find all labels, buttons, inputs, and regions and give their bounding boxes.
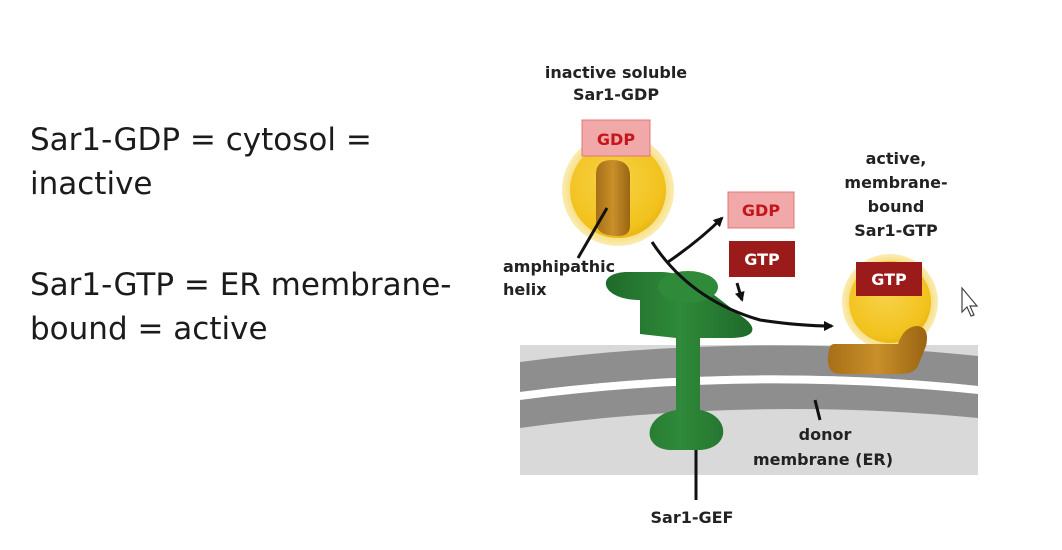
donor-label-line1: donor [799, 425, 852, 444]
bullet-sar1-gtp: Sar1-GTP = ER membrane-bound = active [30, 267, 452, 347]
active-label-line4: Sar1-GTP [854, 221, 938, 240]
donor-pointer [813, 399, 822, 421]
amphipathic-pointer [576, 207, 609, 259]
gtp-tag-bound: GTP [871, 270, 907, 289]
text-column: Sar1-GDP = cytosol = inactive Sar1-GTP =… [30, 118, 490, 351]
gdp-tag-released: GDP [742, 201, 780, 220]
amphipathic-label-line2: helix [503, 280, 547, 299]
mouse-cursor-icon [961, 286, 979, 317]
active-label-line2: membrane- [844, 173, 947, 192]
active-label-line1: active, [866, 149, 927, 168]
gdp-tag-top: GDP [597, 130, 635, 149]
er-membrane [520, 345, 978, 475]
gtp-box-bound [856, 262, 922, 296]
released-gdp: GDP [727, 191, 795, 229]
incoming-gtp: GTP [729, 241, 795, 277]
inactive-label-line1: inactive soluble [545, 63, 687, 82]
gef-label: Sar1-GEF [651, 508, 734, 527]
inactive-label-line2: Sar1-GDP [573, 85, 659, 104]
gdp-box-top [581, 119, 651, 157]
donor-label-line2: membrane (ER) [753, 450, 893, 469]
gtp-tag-incoming: GTP [744, 250, 780, 269]
exchange-arrows [650, 216, 834, 331]
bullet-sar1-gdp: Sar1-GDP = cytosol = inactive [30, 122, 372, 202]
amphipathic-label-line1: amphipathic [503, 257, 615, 276]
inactive-sar1-gdp: GDP [562, 119, 674, 246]
active-label-line3: bound [868, 197, 925, 216]
active-sar1-gtp: GTP [828, 254, 938, 374]
